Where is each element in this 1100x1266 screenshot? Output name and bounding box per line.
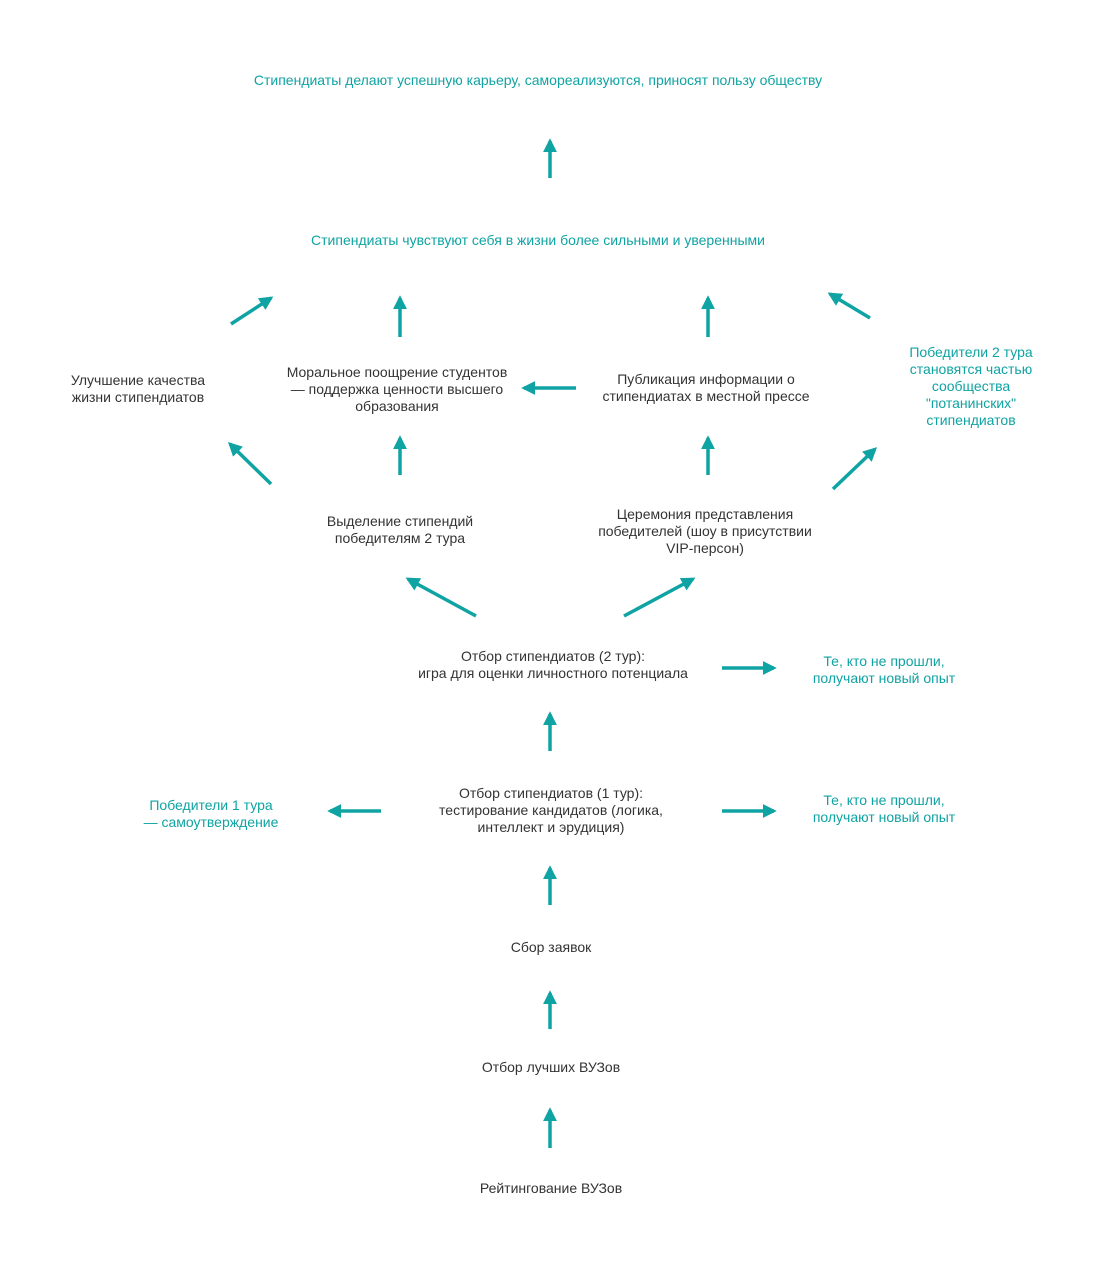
node-confident: Стипендиаты чувствуют себя в жизни более… xyxy=(311,232,765,248)
node-failed2: Те, кто не прошли, получают новый опыт xyxy=(812,653,956,686)
node-winners2-community: Победители 2 тура становятся частью сооб… xyxy=(909,344,1033,428)
node-applications: Сбор заявок xyxy=(510,939,592,955)
arrow-ceremony-to-winners2 xyxy=(831,447,878,491)
node-grants: Выделение стипендий победителям 2 тура xyxy=(326,513,474,546)
node-moral: Моральное поощрение студентов — поддержк… xyxy=(286,364,508,414)
node-ceremony: Церемония представления победителей (шоу… xyxy=(598,506,812,556)
node-round1: Отбор стипендиатов (1 тур): тестирование… xyxy=(439,785,663,835)
arrow-winners2-to-confident xyxy=(827,292,871,320)
node-career: Стипендиаты делают успешную карьеру, сам… xyxy=(253,72,823,88)
node-failed1: Те, кто не прошли, получают новый опыт xyxy=(812,792,956,825)
node-best-universities: Отбор лучших ВУЗов xyxy=(481,1059,621,1075)
node-ranking: Рейтингование ВУЗов xyxy=(479,1180,623,1196)
node-publication: Публикация информации о стипендиатах в м… xyxy=(602,371,810,404)
node-round2: Отбор стипендиатов (2 тур): игра для оце… xyxy=(418,648,688,681)
arrow-round2-to-ceremony xyxy=(623,577,696,618)
arrow-round2-to-grants xyxy=(405,577,477,618)
node-quality-of-life: Улучшение качества жизни стипендиатов xyxy=(70,372,206,405)
node-winners1: Победители 1 тура — самоутверждение xyxy=(143,797,279,830)
arrow-grants-to-quality xyxy=(227,442,273,486)
arrow-quality-to-confident xyxy=(230,296,274,326)
